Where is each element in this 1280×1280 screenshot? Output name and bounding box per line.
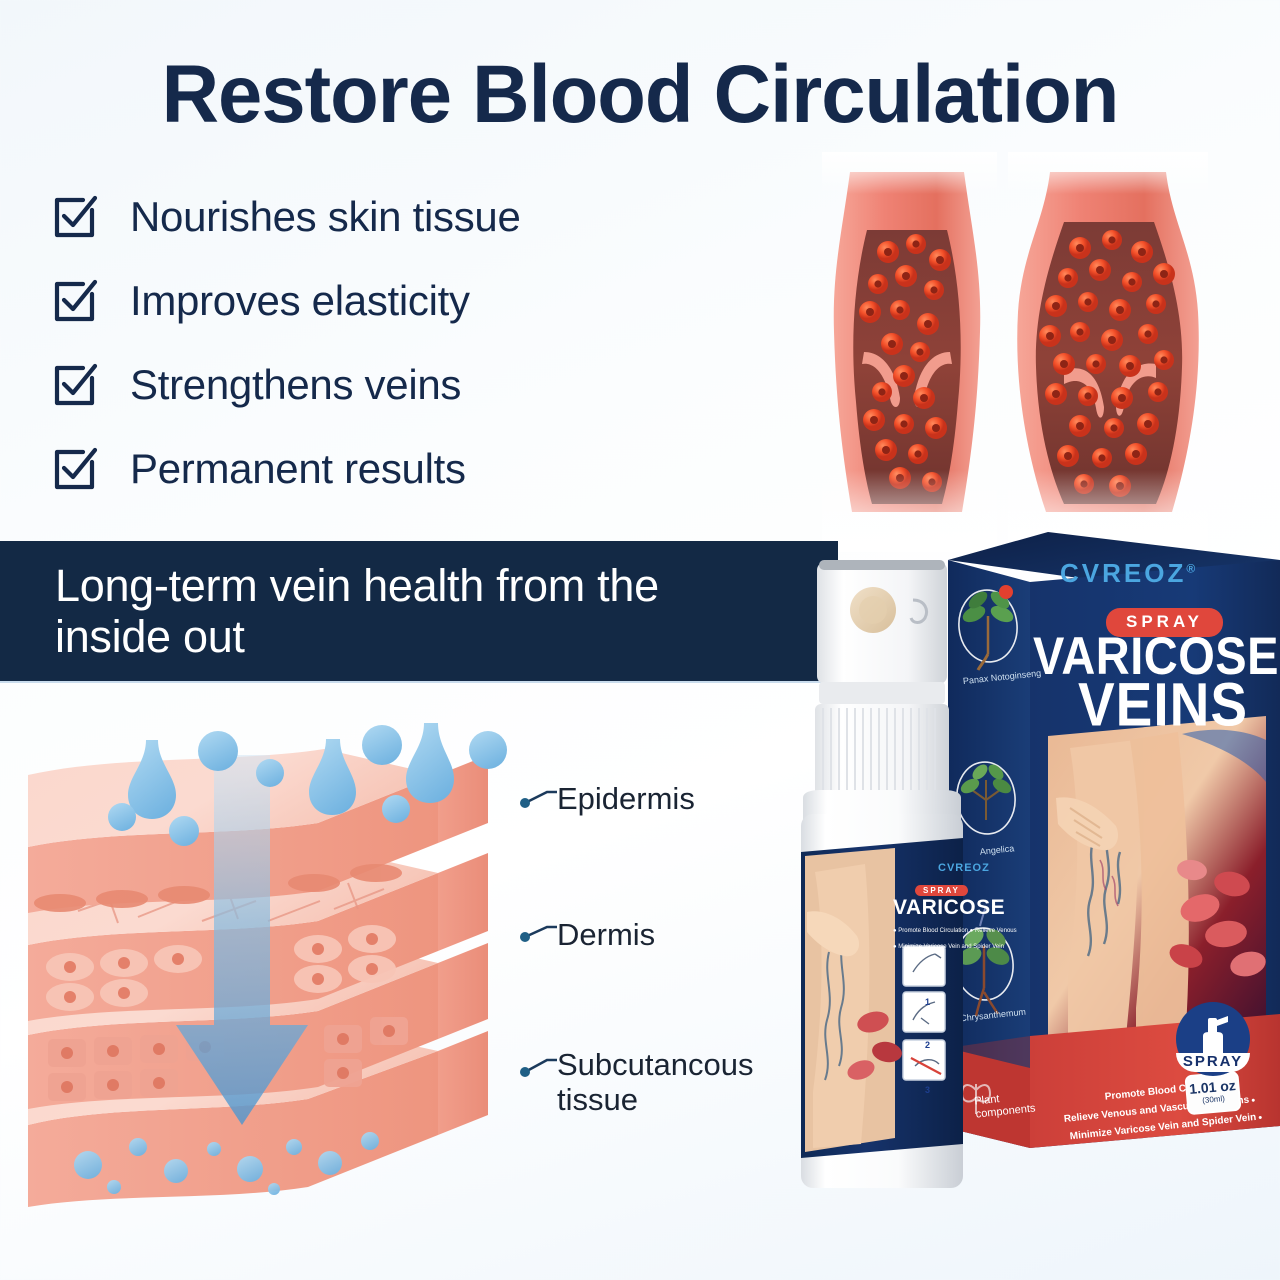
benefit-item: Strengthens veins [52, 343, 772, 427]
spray-badge-text: SPRAY [1176, 1053, 1250, 1072]
vein-cross-section-illustration [812, 152, 1280, 552]
bottle-step-number-3: 3 [925, 1085, 931, 1095]
plant-illustration-1 [962, 585, 1014, 671]
benefit-item: Improves elasticity [52, 259, 772, 343]
bottle-step-number-1: 1 [925, 997, 931, 1007]
healthy-vein [822, 152, 997, 552]
label-dermis: Dermis [557, 917, 656, 952]
benefit-item: Nourishes skin tissue [52, 175, 772, 259]
benefits-list: Nourishes skin tissue Improves elasticit… [52, 175, 772, 511]
skin-diagram-labels: Epidermis Dermis Subcutancous tissue [495, 700, 835, 1200]
spray-circle-badge: SPRAY [1176, 1002, 1250, 1076]
checkbox-check-icon [52, 278, 98, 324]
checkbox-check-icon [52, 362, 98, 408]
plant-illustration-3 [958, 905, 1010, 1017]
benefit-label: Permanent results [130, 445, 466, 492]
checkbox-check-icon [52, 194, 98, 240]
benefit-label: Strengthens veins [130, 361, 462, 408]
water-droplets-top [108, 723, 507, 846]
label-subcutaneous-tissue: Subcutancous tissue [557, 1047, 754, 1117]
bottle-step-number-2: 2 [925, 1040, 931, 1050]
absorption-arrow [176, 755, 308, 1125]
page-title: Restore Blood Circulation [161, 49, 1120, 140]
product-box [930, 508, 1280, 1173]
spray-bottle [795, 552, 995, 1192]
label-epidermis: Epidermis [557, 781, 695, 816]
checkbox-check-icon [52, 446, 98, 492]
varicose-vein [1008, 152, 1208, 552]
benefit-label: Improves elasticity [130, 277, 470, 324]
benefit-label: Nourishes skin tissue [130, 193, 521, 240]
plant-illustration-2 [960, 764, 1012, 820]
skin-layers-diagram [18, 695, 548, 1225]
benefit-item: Permanent results [52, 427, 772, 511]
tagline-text: Long-term vein health from the inside ou… [55, 559, 659, 662]
tagline-banner: Long-term vein health from the inside ou… [0, 541, 838, 681]
